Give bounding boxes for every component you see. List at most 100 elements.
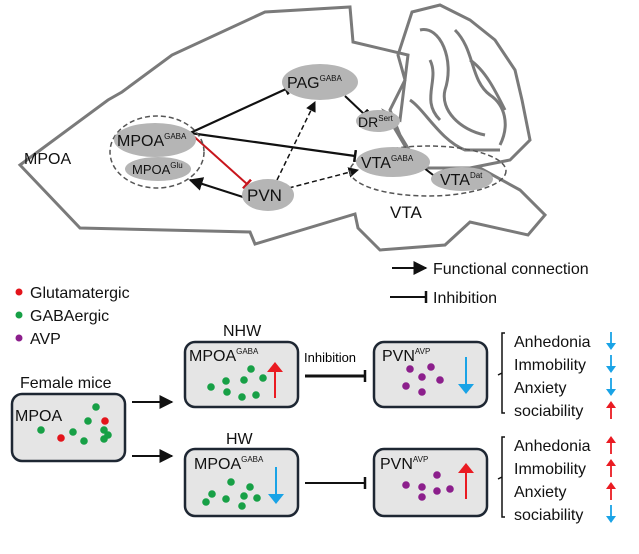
svg-text:PAGGABA: PAGGABA — [287, 74, 343, 92]
connection-legend: Functional connection Inhibition — [390, 261, 589, 307]
outcome-down-arrow-icon — [606, 332, 616, 350]
outcome-down-arrow-icon — [606, 505, 616, 523]
gaba-cell — [222, 377, 230, 385]
legend-dot — [15, 334, 23, 342]
node-vta-gaba: VTAGABA — [356, 147, 430, 177]
edge-pvn-pag-dashed — [276, 101, 316, 181]
female-mpoa-box — [10, 392, 127, 463]
legend-cell-label: GABAergic — [30, 308, 109, 325]
gaba-cell — [80, 437, 88, 445]
nhw-pvn-box — [372, 340, 489, 409]
avp-cell — [418, 493, 426, 501]
gaba-cell — [92, 403, 100, 411]
avp-cell — [436, 376, 444, 384]
svg-text:MPOAGABA: MPOAGABA — [117, 132, 187, 150]
outcome-up-arrow-icon — [606, 401, 616, 419]
svg-text:DRSert: DRSert — [358, 114, 394, 130]
brain-connections — [188, 83, 442, 199]
avp-cell — [402, 481, 410, 489]
gaba-cell — [240, 376, 248, 384]
gaba-cell — [207, 383, 215, 391]
nhw-pvn-down-arrow-icon — [458, 357, 474, 394]
mpoa-region-outline — [109, 115, 205, 189]
edge-mpoa-vta-inhibition — [189, 131, 358, 163]
gaba-cell — [100, 435, 108, 443]
gaba-cell — [227, 478, 235, 486]
outcome-label: Immobility — [514, 461, 586, 478]
gaba-cell — [222, 495, 230, 503]
node-pag-gaba: PAGGABA — [282, 64, 358, 100]
avp-cell — [427, 363, 435, 371]
gaba-cell — [246, 483, 254, 491]
legend-functional-connection: Functional connection — [433, 261, 589, 278]
node-mpoa-gaba: MPOAGABA — [114, 123, 196, 157]
gaba-cell — [208, 490, 216, 498]
glutamatergic-cell — [101, 417, 109, 425]
gaba-cell — [238, 502, 246, 510]
outcome-label: Immobility — [514, 357, 586, 374]
svg-text:VTADat: VTADat — [440, 171, 483, 189]
legend-inhibition: Inhibition — [433, 290, 497, 307]
gaba-cell — [247, 365, 255, 373]
avp-cell — [446, 485, 454, 493]
legend-cell-label: AVP — [30, 331, 61, 348]
avp-cell — [418, 388, 426, 396]
cerebellum — [388, 3, 532, 170]
outcome-label: sociability — [514, 403, 583, 420]
gaba-cell — [259, 374, 267, 382]
edge-pvn-mpoaglu-arrow — [188, 177, 247, 199]
legend-dot — [15, 311, 23, 319]
node-vta-dat: VTADat — [431, 167, 493, 191]
female-mpoa-cells — [37, 403, 112, 445]
mpoa-region-label: MPOA — [24, 151, 71, 168]
edge-pvn-vta-dashed — [280, 167, 360, 191]
bracket — [497, 436, 505, 518]
legend-cell-label: Glutamatergic — [30, 285, 130, 302]
gaba-cell — [253, 494, 261, 502]
hw-label: HW — [226, 431, 254, 448]
node-dr-sert: DRSert — [356, 110, 400, 132]
edge-mpoa-pvn-inhibition — [189, 132, 252, 190]
outcome-label: Anhedonia — [514, 438, 591, 455]
gaba-cell — [252, 391, 260, 399]
nhw-mpoa-label: MPOAGABA — [189, 347, 259, 365]
avp-cell — [433, 471, 441, 479]
gaba-cell — [240, 492, 248, 500]
nhw-pvn-label: PVNAVP — [382, 347, 430, 365]
outcome-down-arrow-icon — [606, 355, 616, 373]
hw-mpoa-down-arrow-icon — [268, 467, 284, 504]
avp-cell — [418, 373, 426, 381]
svg-text:MPOAGlu: MPOAGlu — [132, 161, 183, 177]
glutamatergic-cell — [57, 434, 65, 442]
outcome-label: Anxiety — [514, 484, 566, 501]
female-mice-label: Female mice — [20, 375, 112, 392]
outcome-up-arrow-icon — [606, 482, 616, 500]
nhw-mpoa-up-arrow-icon — [267, 362, 283, 398]
edge-mpoa-pag-inhibition — [189, 83, 290, 134]
avp-cell — [418, 483, 426, 491]
outcome-label: Anxiety — [514, 380, 566, 397]
avp-cell — [406, 365, 414, 373]
hw-mpoa-box — [183, 447, 300, 518]
gaba-cell — [69, 428, 77, 436]
gaba-cell — [223, 388, 231, 396]
nhw-inhibition-label: Inhibition — [304, 350, 356, 365]
gaba-cell — [84, 417, 92, 425]
outcome-label: Anhedonia — [514, 334, 591, 351]
gaba-cell — [37, 426, 45, 434]
female-mpoa-label: MPOA — [15, 408, 62, 425]
gaba-cell — [238, 393, 246, 401]
legend-dot — [15, 288, 23, 296]
node-mpoa-glu: MPOAGlu — [125, 157, 191, 181]
outcome-up-arrow-icon — [606, 459, 616, 477]
nhw-label: NHW — [223, 323, 262, 340]
vta-region-label: VTA — [390, 203, 422, 222]
svg-text:PVN: PVN — [247, 186, 282, 205]
hw-pvn-box — [372, 447, 489, 518]
node-pvn: PVN — [242, 179, 294, 211]
brain-outline — [17, 3, 548, 252]
svg-text:VTAGABA: VTAGABA — [361, 154, 414, 172]
